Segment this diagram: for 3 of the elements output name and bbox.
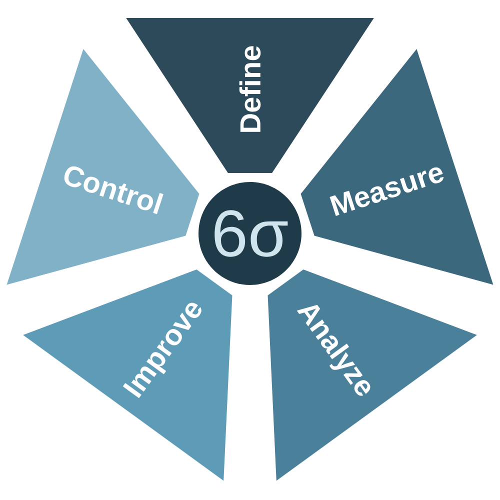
pentagon-segment: Control [6,49,200,285]
pentagon-segment: Measure [300,49,494,285]
pentagon-segment: Define [126,18,374,173]
